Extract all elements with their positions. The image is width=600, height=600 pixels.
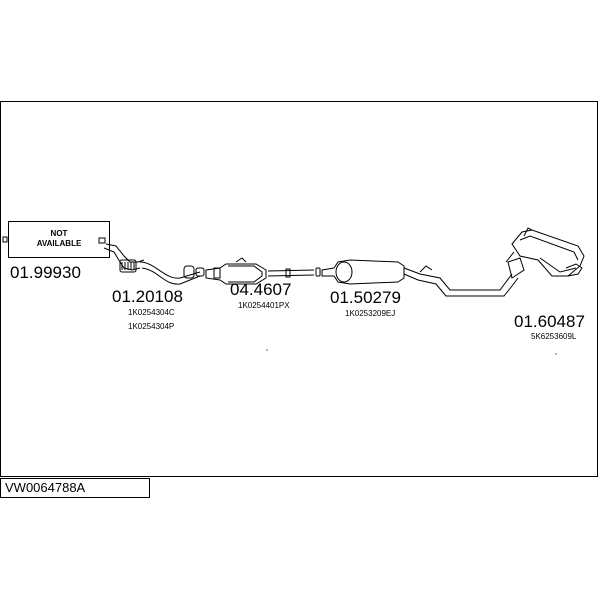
part-ref-4a: 1K0253209EJ: [345, 309, 396, 318]
front-pipe-drawing: [98, 237, 205, 285]
not-available-line1: NOT: [50, 229, 68, 238]
catalytic-converter-drawing: [205, 257, 267, 285]
diagram-frame: [0, 101, 598, 477]
part-ref-5a: 5K6253609L: [531, 332, 577, 341]
diagram-code-label: VW0064788A: [0, 478, 150, 498]
part-number-5: 01.60487: [514, 312, 585, 331]
not-available-line2: AVAILABLE: [36, 239, 82, 248]
not-available-box: NOT AVAILABLE: [8, 221, 110, 258]
intermediate-pipe-drawing: [267, 267, 321, 278]
part-number-1: 01.99930: [10, 263, 81, 282]
rear-muffler-drawing: [505, 227, 585, 279]
part-number-2: 01.20108: [112, 287, 183, 306]
part-ref-2b: 1K0254304P: [128, 322, 175, 331]
part-number-4: 01.50279: [330, 288, 401, 307]
part-number-3: 04.4607: [230, 280, 292, 299]
center-muffler-drawing: [321, 259, 519, 297]
connector-tab: [2, 236, 8, 243]
part-ref-2a: 1K0254304C: [128, 308, 175, 317]
part-ref-3a: 1K0254401PX: [238, 301, 290, 310]
